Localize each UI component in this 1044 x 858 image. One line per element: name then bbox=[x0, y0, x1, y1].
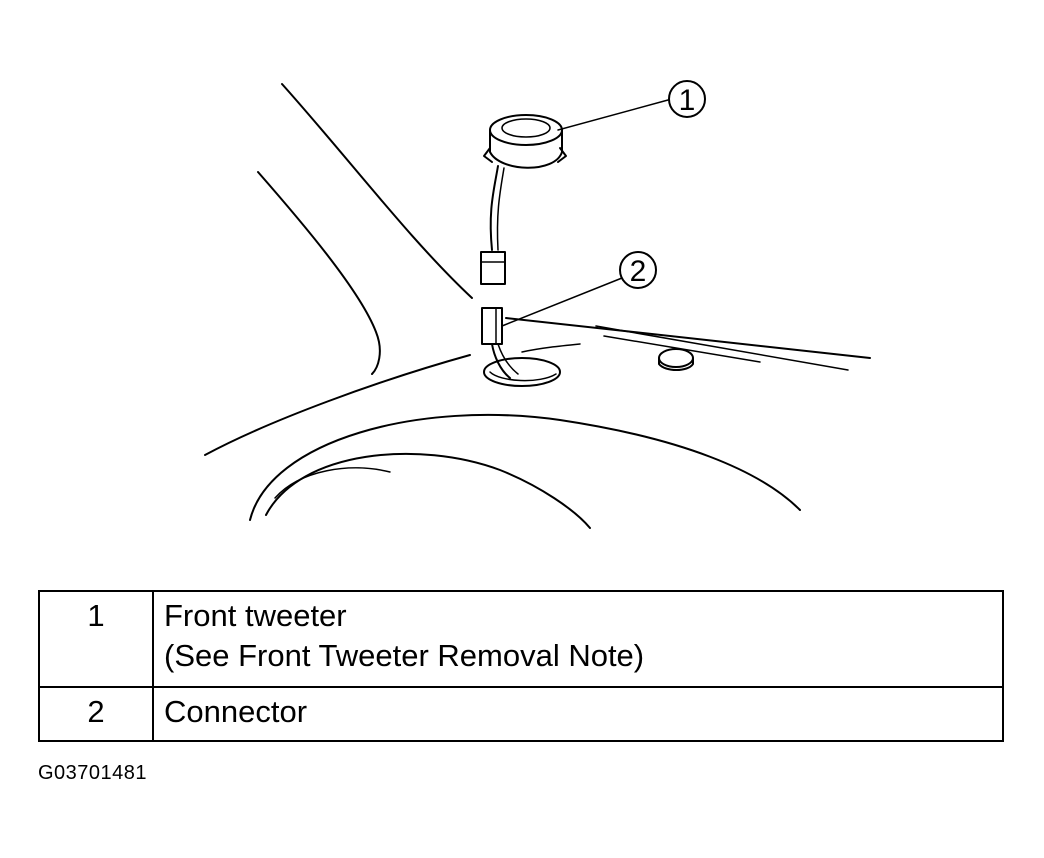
dashboard-clip-side bbox=[658, 357, 694, 371]
legend-row-label: Front tweeter bbox=[164, 598, 347, 633]
dashboard-clip bbox=[658, 348, 694, 368]
tweeter-clip-right bbox=[557, 147, 567, 163]
connector-body bbox=[481, 307, 503, 345]
tweeter-mounting-hole bbox=[483, 357, 561, 387]
harness-connector bbox=[481, 307, 519, 379]
legend-row-description: Front tweeter (See Front Tweeter Removal… bbox=[152, 590, 1004, 688]
callout-1-number: 1 bbox=[679, 84, 696, 117]
front-tweeter bbox=[480, 114, 567, 285]
dashboard-side-line bbox=[521, 343, 581, 353]
tweeter-clip-left bbox=[483, 147, 493, 163]
parts-legend-table: 1 Front tweeter (See Front Tweeter Remov… bbox=[38, 590, 1004, 742]
legend-row-number: 1 bbox=[38, 590, 154, 688]
pillar-outer-line bbox=[281, 83, 473, 299]
legend-row-label: Connector bbox=[164, 694, 308, 729]
callout-2-leader bbox=[501, 277, 623, 327]
dashboard-right-line-lower bbox=[595, 325, 849, 371]
callout-2-number: 2 bbox=[630, 255, 647, 288]
pillar-inner-line bbox=[257, 171, 381, 375]
tweeter-wire-a bbox=[489, 165, 499, 251]
callout-1-leader bbox=[557, 99, 669, 131]
dashboard-right-line bbox=[505, 317, 871, 359]
tweeter-wire-b bbox=[496, 167, 505, 251]
dashboard-front-curve-inner2 bbox=[274, 467, 391, 499]
dashboard-top-line bbox=[204, 354, 471, 456]
legend-row-note: (See Front Tweeter Removal Note) bbox=[164, 638, 645, 673]
legend-row: 2 Connector bbox=[38, 686, 1004, 742]
connector-wire-2 bbox=[497, 343, 519, 375]
callout-1-circle bbox=[668, 80, 706, 118]
legend-row-number: 2 bbox=[38, 686, 154, 742]
connector-wire bbox=[491, 343, 511, 379]
tweeter-mounting-hole-inner bbox=[489, 371, 557, 382]
tweeter-removal-diagram: 1 2 bbox=[204, 80, 871, 529]
figure-id: G03701481 bbox=[38, 762, 148, 784]
legend-row-description: Connector bbox=[152, 686, 1004, 742]
dashboard-front-curve-inner bbox=[265, 452, 591, 529]
dashboard-front-curve bbox=[249, 413, 801, 521]
legend-row: 1 Front tweeter (See Front Tweeter Remov… bbox=[38, 590, 1004, 688]
tweeter-plug bbox=[480, 251, 506, 285]
callout-2-circle bbox=[619, 251, 657, 289]
tweeter-cone bbox=[501, 118, 551, 138]
